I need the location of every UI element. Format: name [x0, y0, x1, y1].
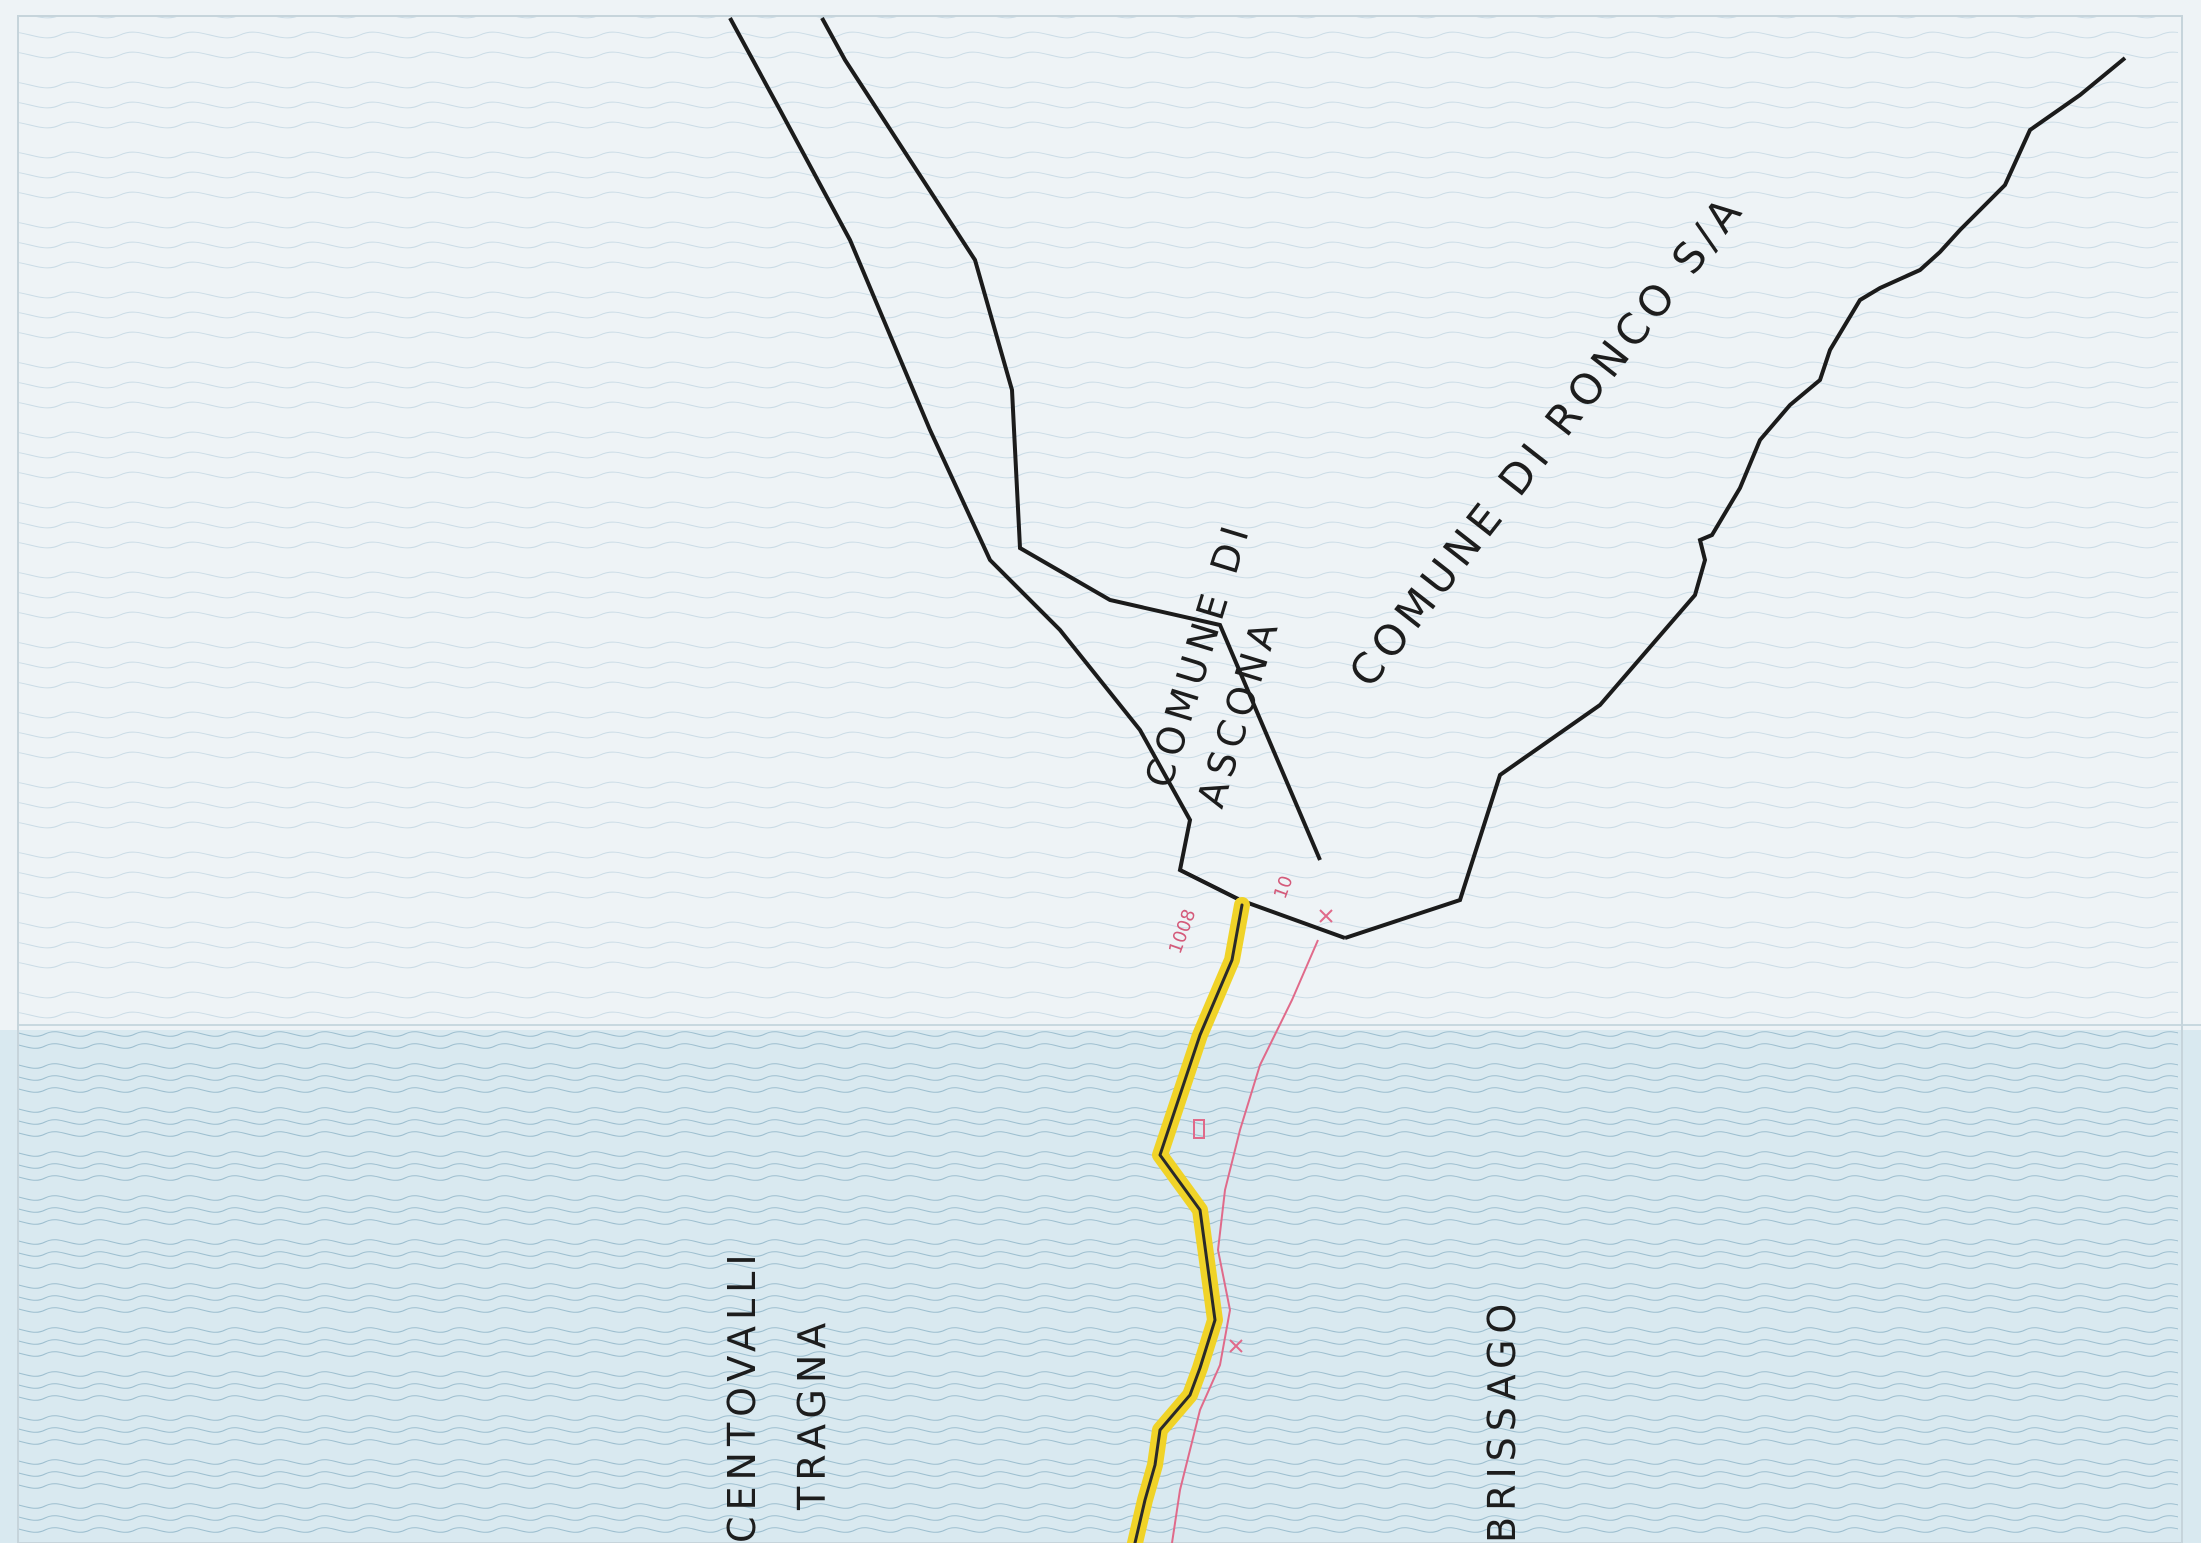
- map-frame: [17, 15, 2183, 1543]
- contour-lines-top: [18, 16, 2178, 1026]
- boundary-ronco: [1344, 56, 2127, 940]
- label-tragna: TRAGNA: [790, 1317, 834, 1511]
- highlight-path-outline: [1133, 903, 1244, 1543]
- label-brissago: BRISSAGO: [1480, 1298, 1524, 1543]
- marker-box: [1193, 1119, 1205, 1139]
- label-centovalli: CENTOVALLI: [720, 1248, 764, 1543]
- red-markup-line: [1171, 939, 1319, 1543]
- contour-lines-bottom: [18, 1030, 2178, 1543]
- boundary-west-ascona: [728, 17, 1241, 902]
- boundary-east-ascona: [820, 17, 1322, 861]
- marker-x-middle: [1229, 1339, 1243, 1353]
- marker-x-top: [1319, 909, 1333, 923]
